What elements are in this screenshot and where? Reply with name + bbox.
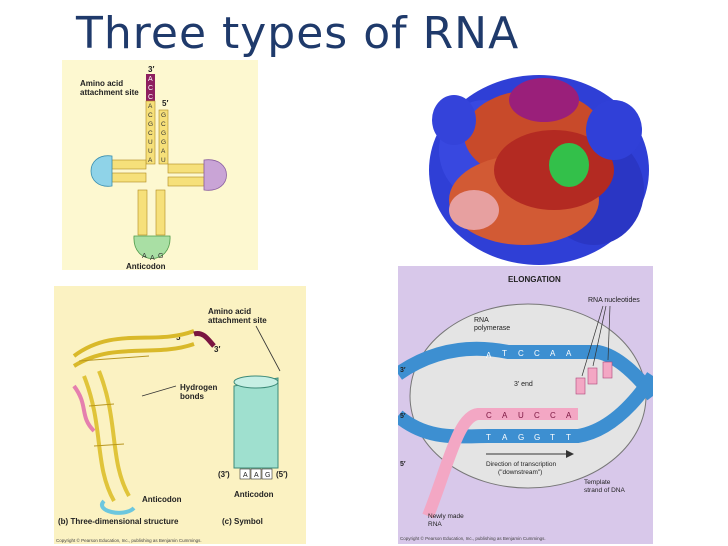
symbol-base-3: G xyxy=(265,472,270,479)
tail-base-2: C xyxy=(148,85,153,92)
top-base-6: A xyxy=(566,349,572,358)
direction-arrowhead xyxy=(566,450,574,458)
tert-3prime-label: 3′ xyxy=(214,345,220,354)
stem-r-1: G xyxy=(161,112,166,119)
stem-l-2: C xyxy=(148,112,153,119)
rna-nucleotides-label: RNA nucleotides xyxy=(588,297,640,304)
direction-label-2: ("downstream") xyxy=(498,469,542,476)
rna-base-6: A xyxy=(566,411,572,420)
elongation-figure: ELONGATION RNA nucleotides RNA polymeras… xyxy=(398,275,653,541)
hbond-label-1: Hydrogen xyxy=(180,383,217,392)
stem-l-7: A xyxy=(148,157,153,164)
d-arm xyxy=(90,155,147,187)
stem-r-4: G xyxy=(161,139,166,146)
bottom-base-2: A xyxy=(502,433,508,442)
stem-l-4: C xyxy=(148,130,153,137)
tail-base-1: A xyxy=(148,76,153,83)
top-base-4: C xyxy=(534,349,540,358)
amino-site-label-2: attachment site xyxy=(80,88,139,97)
tert-anticodon-label: Anticodon xyxy=(142,495,182,504)
end3-label: 3′ end xyxy=(514,381,533,388)
direction-label-1: Direction of transcription xyxy=(486,461,556,468)
bottom-base-3: G xyxy=(518,433,524,442)
tert-5prime-label: 5′ xyxy=(176,333,182,342)
copyright-left: Copyright © Pearson Education, Inc., pub… xyxy=(56,537,202,543)
anticodon-base-1: A xyxy=(142,253,147,260)
top-base-3: C xyxy=(518,349,524,358)
stem-r-6: U xyxy=(161,157,166,164)
tert-amino-label-1: Amino acid xyxy=(208,307,251,316)
symbol-5prime: (5′) xyxy=(276,470,288,479)
stem-l-3: G xyxy=(148,121,153,128)
newly-made-label-1: Newly made xyxy=(428,513,464,520)
acceptor-stem: A C G C U U A G C G G A U xyxy=(145,100,169,165)
trna-5prime-label: 5′ xyxy=(162,99,168,108)
symbol-3prime: (3′) xyxy=(218,470,230,479)
rna-base-3: U xyxy=(518,411,524,420)
dna-top-strand: A T C C A A xyxy=(398,341,653,401)
slide-title: Three types of RNA xyxy=(76,8,520,59)
symbol-base-2: A xyxy=(254,472,259,479)
top-base-1: A xyxy=(486,351,492,360)
copyright-right: Copyright © Pearson Education, Inc., pub… xyxy=(400,535,546,541)
elongation-panel: ELONGATION RNA nucleotides RNA polymeras… xyxy=(398,266,653,544)
trna-cloverleaf-figure: Amino acid attachment site 3′ 5′ A C C A… xyxy=(80,65,227,270)
trna-symbol: A A G xyxy=(233,325,281,480)
rna-strand: C A U C C A xyxy=(422,305,613,519)
bottom-base-5: T xyxy=(550,433,555,442)
bottom-base-6: T xyxy=(566,433,571,442)
stem-r-2: C xyxy=(161,121,166,128)
bottom-base-1: T xyxy=(486,433,491,442)
ribosome-structure-image xyxy=(429,75,649,265)
rna-base-5: C xyxy=(550,411,556,420)
top-base-5: A xyxy=(550,349,556,358)
rna-base-1: C xyxy=(486,411,492,420)
left-5prime-b: 5′ xyxy=(400,461,406,468)
stem-l-1: A xyxy=(148,103,153,110)
symbol-anticodon-label: Anticodon xyxy=(234,490,274,499)
caption-3d: (b) Three-dimensional structure xyxy=(58,517,179,526)
polymerase-label-1: RNA xyxy=(474,317,489,324)
tert-amino-label-2: attachment site xyxy=(208,316,267,325)
stem-l-6: U xyxy=(148,148,153,155)
acceptor-tail: A C C xyxy=(146,74,155,101)
anticodon-arm: A A G xyxy=(133,189,171,262)
polymerase-label-2: polymerase xyxy=(474,325,510,332)
stem-l-5: U xyxy=(148,139,153,146)
trna-anticodon-label: Anticodon xyxy=(126,262,166,270)
trna-cloverleaf-panel: Amino acid attachment site 3′ 5′ A C C A… xyxy=(62,60,258,270)
trna-3d-symbol-panel: 5′ 3′ Amino acid attachment site Hydroge… xyxy=(54,286,306,544)
anticodon-base-3: G xyxy=(158,253,163,260)
left-5prime: 5′ xyxy=(400,413,406,420)
trna-3d-figure: 5′ 3′ Amino acid attachment site Hydroge… xyxy=(56,307,288,543)
trna-3prime-label: 3′ xyxy=(148,65,154,74)
hbond-label-2: bonds xyxy=(180,392,205,401)
amino-site-label-1: Amino acid xyxy=(80,79,123,88)
template-label-2: strand of DNA xyxy=(584,487,625,494)
anticodon-base-2: A xyxy=(150,255,155,262)
elongation-heading: ELONGATION xyxy=(508,275,561,284)
rna-base-4: C xyxy=(534,411,540,420)
symbol-base-1: A xyxy=(243,472,248,479)
ribosome-structure-panel xyxy=(414,60,664,272)
bottom-base-4: G xyxy=(534,433,540,442)
top-base-2: T xyxy=(502,349,507,358)
newly-made-label-2: RNA xyxy=(428,521,442,528)
caption-symbol: (c) Symbol xyxy=(222,517,263,526)
rna-base-2: A xyxy=(502,411,508,420)
dna-template-strand: T A G G T T xyxy=(398,372,653,444)
stem-r-3: G xyxy=(161,130,166,137)
ribosome-blob xyxy=(429,75,649,265)
template-label-1: Template xyxy=(584,479,611,486)
t-arm xyxy=(167,159,227,191)
stem-r-5: A xyxy=(161,148,166,155)
left-3prime: 3′ xyxy=(400,367,406,374)
trna-3d-helix xyxy=(72,329,216,515)
tail-base-3: C xyxy=(148,94,153,101)
